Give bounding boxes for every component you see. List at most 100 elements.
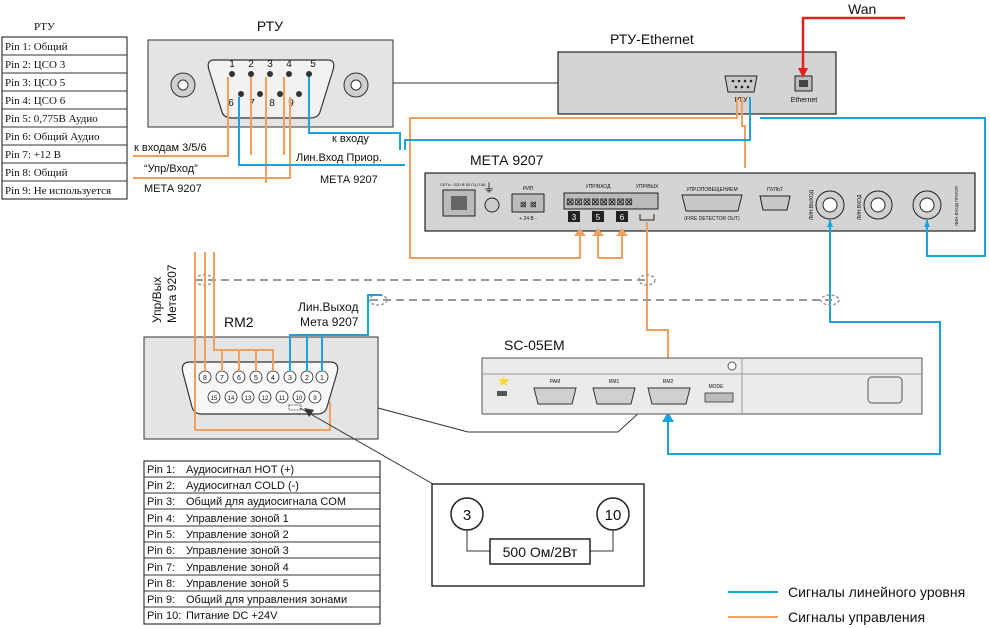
terminal-number: 5 bbox=[596, 213, 601, 222]
pin-number: 2 bbox=[248, 59, 254, 70]
lin-vhod-prior-label: ЛИН.ВХОД ПРИОР. bbox=[954, 186, 959, 226]
rm2-upr-label-1: Упр/Вых bbox=[150, 277, 164, 323]
pin-label: Pin 2: bbox=[147, 480, 175, 492]
rtu-ethernet-device: РТУ-Ethernet РТУ Ethernet Wan bbox=[557, 1, 905, 115]
pin-number: 7 bbox=[220, 375, 224, 382]
rip-label: РИП bbox=[523, 186, 534, 192]
arrow-up-icon bbox=[827, 220, 833, 227]
terminal-number: 6 bbox=[620, 213, 625, 222]
pin-label: Pin 3: bbox=[147, 496, 175, 508]
pin-row: Pin 1: Общий bbox=[5, 41, 68, 53]
rip-volt-label: + 24 В - bbox=[519, 216, 537, 222]
rm2-wiring bbox=[194, 252, 646, 433]
pin-number: 8 bbox=[203, 375, 207, 382]
rm2-device: Упр/Вых Мета 9207 RM2 Лин.Выход Мета 920… bbox=[143, 264, 379, 440]
pin-desc: Управление зоной 4 bbox=[186, 562, 289, 574]
rm2-port-label: RM2 bbox=[663, 379, 674, 385]
arrow-up-icon bbox=[662, 412, 674, 422]
legend-control-label: Сигналы управления bbox=[788, 609, 925, 625]
resistor-icon bbox=[489, 538, 591, 565]
rtu-title: РТУ bbox=[257, 18, 283, 34]
pult-port-icon bbox=[759, 195, 791, 211]
upr-opov-label: УПР.ОПОВЕЩЕНИЕМ bbox=[686, 187, 737, 193]
legend: Сигналы линейного уровня Сигналы управле… bbox=[728, 584, 965, 625]
pin-b-label: 10 bbox=[605, 507, 622, 524]
svg-text:⊠: ⊠ bbox=[520, 200, 527, 209]
label-control: “Упр/Вход” bbox=[144, 163, 198, 175]
pin-number: 1 bbox=[229, 59, 235, 70]
arrow-down-icon bbox=[798, 68, 808, 78]
rtu-ethernet-title: РТУ-Ethernet bbox=[610, 31, 694, 47]
pin-row: Pin 5: 0,775В Аудио bbox=[5, 113, 98, 125]
wan-label: Wan bbox=[848, 1, 876, 17]
meta-title: МЕТА 9207 bbox=[470, 152, 544, 168]
pin-number: 5 bbox=[254, 375, 258, 382]
pin-desc: Аудиосигнал COLD (-) bbox=[186, 480, 299, 492]
mode-dip-switch-icon bbox=[704, 392, 734, 403]
sc05em-device: SC-05EM ⭐ PAM RM1 RM2 MODE bbox=[481, 337, 923, 415]
power-switch-icon bbox=[867, 376, 903, 404]
pin-row: Pin 4: ЦСО 6 bbox=[5, 95, 66, 107]
rm1-port-icon bbox=[592, 387, 636, 405]
pin-label: Pin 5: bbox=[147, 529, 175, 541]
pin-number: 3 bbox=[267, 59, 273, 70]
pult-label: ПУЛЬТ bbox=[767, 187, 783, 193]
lin-vhod-label: ЛИН.ВХОД bbox=[857, 194, 863, 220]
pin-desc: Управление зоной 5 bbox=[186, 578, 289, 590]
arrow-up-icon bbox=[616, 228, 628, 236]
pin-desc: Общий для аудиосигнала COM bbox=[186, 496, 346, 508]
pin-table-rtu-frame bbox=[1, 36, 128, 200]
pin-number: 10 bbox=[296, 396, 303, 402]
pin-number: 1 bbox=[320, 375, 324, 382]
svg-text:⊠: ⊠ bbox=[530, 200, 537, 209]
usb-port-icon bbox=[497, 391, 507, 396]
pin-label: Pin 7: bbox=[147, 562, 175, 574]
pin-number: 9 bbox=[288, 98, 294, 109]
arrow-up-icon bbox=[574, 228, 586, 236]
pin-label: Pin 8: bbox=[147, 578, 175, 590]
upr-vyh-label: УПР/ВЫХ bbox=[636, 184, 659, 190]
pin-number: 8 bbox=[269, 98, 275, 109]
pin-desc: Питание DC +24V bbox=[186, 610, 278, 622]
pin-desc: Управление зоной 2 bbox=[186, 529, 289, 541]
control-terminal-block bbox=[563, 192, 659, 210]
rm2-lin-label-1: Лин.Выход bbox=[298, 300, 358, 314]
pin-label: Pin 10: bbox=[147, 610, 181, 622]
pin-row: Pin 6: Общий Аудио bbox=[5, 131, 100, 143]
usb-icon: ⭐ bbox=[498, 375, 509, 386]
mode-label: MODE bbox=[709, 384, 725, 390]
port-ethernet-label: Ethernet bbox=[791, 97, 818, 104]
pam-label: PAM bbox=[550, 379, 560, 385]
label-to-input: к входу bbox=[332, 133, 369, 145]
rm2-upr-label-2: Мета 9207 bbox=[165, 264, 179, 323]
pin-number: 6 bbox=[228, 98, 234, 109]
pin-number: 12 bbox=[262, 396, 269, 402]
pin-number: 15 bbox=[211, 396, 218, 402]
pin-label: Pin 4: bbox=[147, 513, 175, 525]
pin-number: 9 bbox=[313, 396, 317, 402]
ground-screw-icon bbox=[484, 197, 500, 213]
fire-label: (FIRE DETECTOR OUT) bbox=[684, 216, 740, 222]
db25-port-icon bbox=[681, 194, 743, 212]
led-icon bbox=[727, 361, 737, 371]
lin-vyhod-label: ЛИН.ВЫХОД bbox=[809, 189, 815, 220]
pin-number: 14 bbox=[228, 396, 235, 402]
legend-line-label: Сигналы линейного уровня bbox=[788, 584, 965, 600]
rip-terminal bbox=[511, 193, 545, 213]
rm1-label: RM1 bbox=[609, 379, 620, 385]
pin-desc: Общий для управления зонами bbox=[186, 594, 347, 606]
pin-number: 7 bbox=[249, 98, 255, 109]
upr-vhod-label: УПР/ВХОД bbox=[586, 184, 612, 190]
rtu-device: РТУ 1 2 3 4 5 6 7 8 9 bbox=[147, 18, 394, 128]
pin-row: Pin 8: Общий bbox=[5, 167, 68, 179]
pin-desc: Аудиосигнал HOT (+) bbox=[186, 464, 294, 476]
pin-table-rtu: РТУ Pin 1: Общий Pin 2: ЦСО 3 Pin 3: ЦСО… bbox=[1, 21, 128, 200]
terminal-number: 3 bbox=[572, 213, 577, 222]
label-meta: МЕТА 9207 bbox=[144, 183, 202, 195]
svg-text:⊠⊠⊠⊠⊠⊠⊠⊠: ⊠⊠⊠⊠⊠⊠⊠⊠ bbox=[566, 197, 633, 208]
pin-number: 13 bbox=[245, 396, 252, 402]
rm2-title: RM2 bbox=[224, 314, 254, 330]
pin-table-rtu-title: РТУ bbox=[34, 21, 55, 33]
pin-label: Pin 9: bbox=[147, 594, 175, 606]
